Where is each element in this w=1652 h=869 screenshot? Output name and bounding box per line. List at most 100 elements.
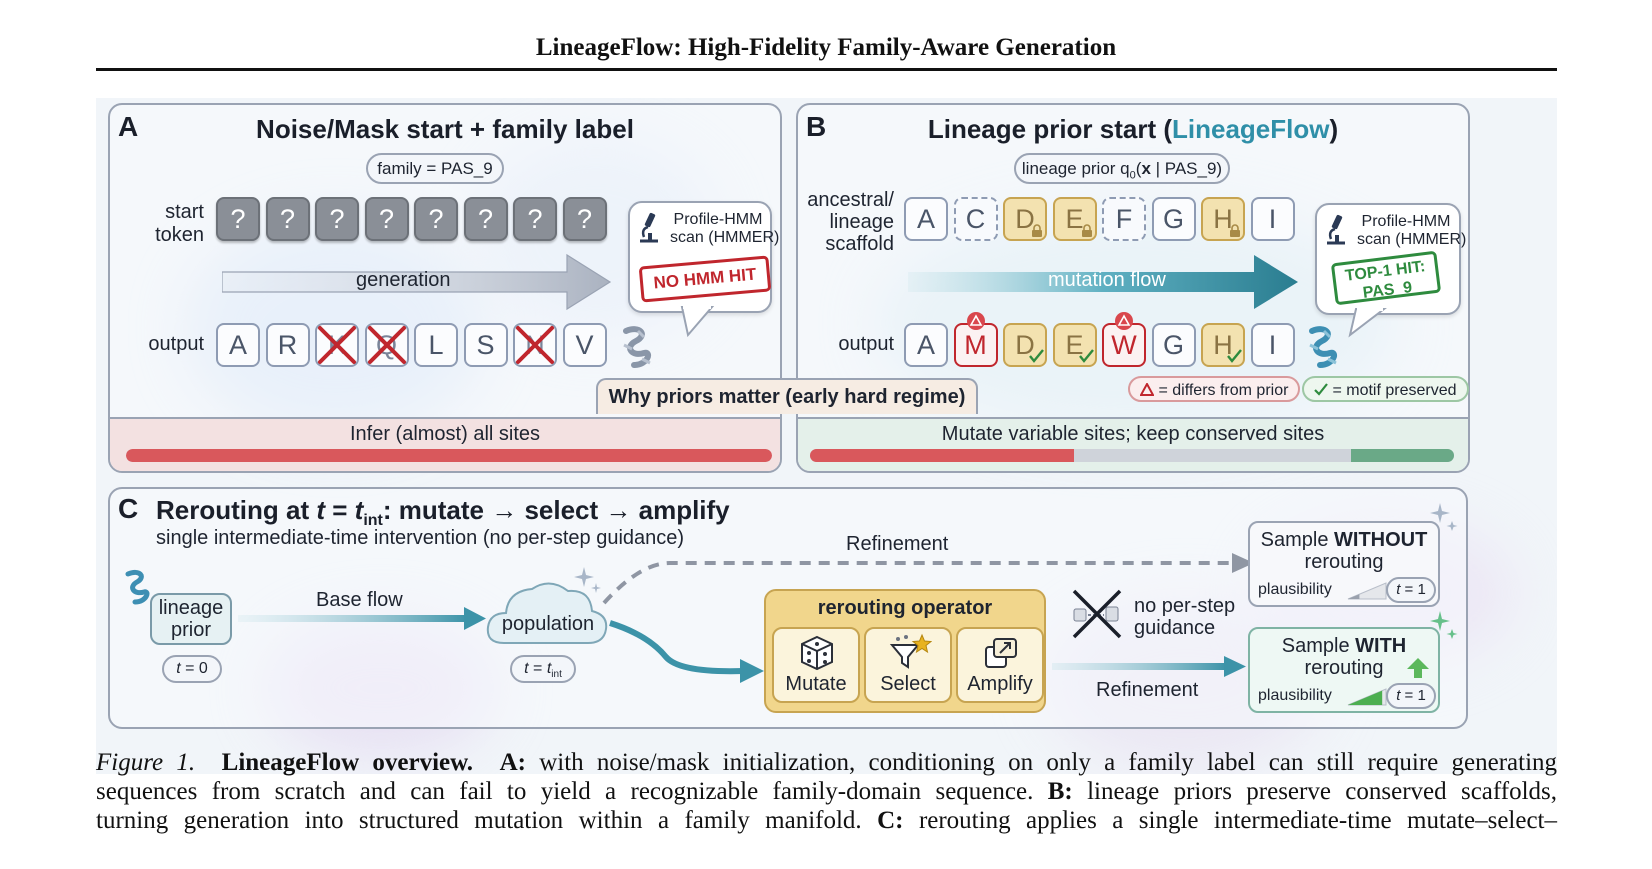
scaffold-token: I — [1250, 197, 1295, 241]
select-label: Select — [880, 673, 936, 695]
sparkle-icon — [1430, 611, 1458, 639]
to-operator-arrow — [609, 620, 764, 683]
start-token: ? — [513, 197, 557, 241]
start-token: ? — [265, 197, 310, 241]
panel-c-letter: C — [118, 493, 139, 524]
panel-c-title: Rerouting at t = tint: mutate → select →… — [156, 495, 730, 530]
scaffold-token: E — [1052, 197, 1097, 241]
cross-mark-icon — [318, 326, 356, 364]
check-icon — [1078, 349, 1094, 363]
output-label-b: output — [838, 333, 894, 355]
panel-b-bar-strip: Mutate variable sites; keep conserved si… — [798, 417, 1468, 471]
panel-b-letter: B — [806, 111, 827, 142]
base-flow-arrow — [238, 607, 486, 630]
mutate-segment — [810, 449, 1075, 462]
output-token: E — [1052, 323, 1097, 367]
output-token: M — [953, 312, 998, 367]
start-token: ? — [216, 197, 260, 241]
sample-with-box: Sample WITH rerouting plausibility t = 1 — [1248, 627, 1440, 713]
mutation-flow-label: mutation flow — [1048, 269, 1166, 291]
check-icon — [1314, 383, 1328, 396]
population-cloud — [486, 582, 608, 644]
figure-1: A Noise/Mask start + family label family… — [96, 98, 1557, 774]
conserved-segment — [1350, 449, 1454, 462]
mutate-op: Mutate — [772, 627, 860, 703]
lineage-prior-pill: lineage prior q0(x | PAS_9) — [1014, 153, 1230, 184]
refinement-top-label: Refinement — [846, 533, 949, 555]
refinement-bottom-arrow — [1052, 656, 1246, 677]
scaffold-token: A — [904, 197, 948, 241]
t1-pill-with: t = 1 — [1386, 683, 1436, 709]
mutate-label: Mutate — [785, 673, 847, 695]
no-guidance-icon — [1072, 589, 1122, 639]
output-token: S — [463, 323, 508, 367]
infer-progress-fill — [126, 449, 772, 462]
funnel-icon — [889, 633, 932, 669]
lock-icon — [1032, 224, 1042, 237]
output-token: Q — [364, 323, 409, 367]
plausibility-meter-with — [1347, 688, 1387, 706]
panel-b-title: Lineage prior start (LineageFlow) — [927, 114, 1339, 144]
page-header-title: LineageFlow: High-Fidelity Family-Aware … — [535, 34, 1117, 61]
panel-c: C Rerouting at t = tint: mutate → select… — [108, 487, 1468, 729]
output-token: A — [904, 323, 948, 367]
top1-hit-stamp: TOP-1 HIT:PAS_9 — [1330, 250, 1442, 306]
header-rule — [96, 68, 1557, 71]
output-token: G — [1151, 323, 1196, 367]
panel-a-letter: A — [118, 111, 139, 142]
panel-c-subtitle: single intermediate-time intervention (n… — [156, 527, 685, 549]
scaffold-token: D — [1003, 197, 1047, 241]
amplify-label: Amplify — [967, 673, 1033, 695]
panel-b-bar-label: Mutate variable sites; keep conserved si… — [941, 423, 1325, 445]
output-token: D — [1003, 323, 1047, 367]
callout-tail — [1348, 307, 1387, 338]
check-icon — [1029, 349, 1044, 363]
scaffold-token: F — [1102, 197, 1146, 241]
no-hmm-hit-stamp: NO HMM HIT — [638, 255, 772, 303]
figure-caption-line3: turning generation into structured mutat… — [96, 807, 1557, 834]
family-pill: family = PAS_9 — [366, 153, 504, 184]
generation-label: generation — [356, 269, 451, 291]
why-priors-tab: Why priors matter (early hard regime) — [596, 378, 978, 414]
start-token: ? — [315, 197, 359, 241]
protein-icon — [1309, 326, 1338, 368]
start-token: ? — [414, 197, 458, 241]
panel-a-title: Noise/Mask start + family label — [256, 114, 634, 144]
start-token: ? — [364, 197, 409, 241]
output-token: V — [562, 323, 607, 367]
generation-arrow — [222, 253, 612, 311]
population-label: population — [501, 613, 595, 635]
protein-icon — [623, 326, 652, 368]
tint-pill: t = tint — [510, 655, 576, 683]
refinement-dashed-arrow — [602, 553, 1254, 605]
panel-a-bar-strip: Infer (almost) all sites — [110, 417, 780, 471]
amplify-op: Amplify — [956, 627, 1044, 703]
mutation-flow-arrow — [908, 255, 1298, 309]
output-token: A — [216, 323, 260, 367]
up-arrow-icon — [1407, 658, 1429, 678]
figure-caption-line2: sequences from scratch and can fail to y… — [96, 778, 1558, 805]
check-icon — [1227, 349, 1242, 363]
warning-triangle-icon — [1139, 381, 1155, 396]
amplify-icon — [985, 638, 1017, 668]
panel-b: B Lineage prior start (LineageFlow) line… — [796, 103, 1470, 473]
sample-with-title: Sample WITH rerouting — [1281, 635, 1407, 679]
warning-triangle-icon — [1115, 312, 1133, 330]
select-op: Select — [864, 627, 952, 703]
dice-icon — [801, 635, 833, 671]
microscope-icon — [640, 212, 658, 243]
output-token: L — [414, 323, 458, 367]
start-token: ? — [562, 197, 607, 241]
warning-triangle-icon — [966, 312, 985, 330]
plausibility-meter-without — [1347, 582, 1387, 600]
start-token: ? — [463, 197, 508, 241]
lock-icon — [1081, 224, 1092, 237]
output-token: K — [315, 323, 359, 367]
plausibility-label: plausibility — [1258, 687, 1332, 704]
